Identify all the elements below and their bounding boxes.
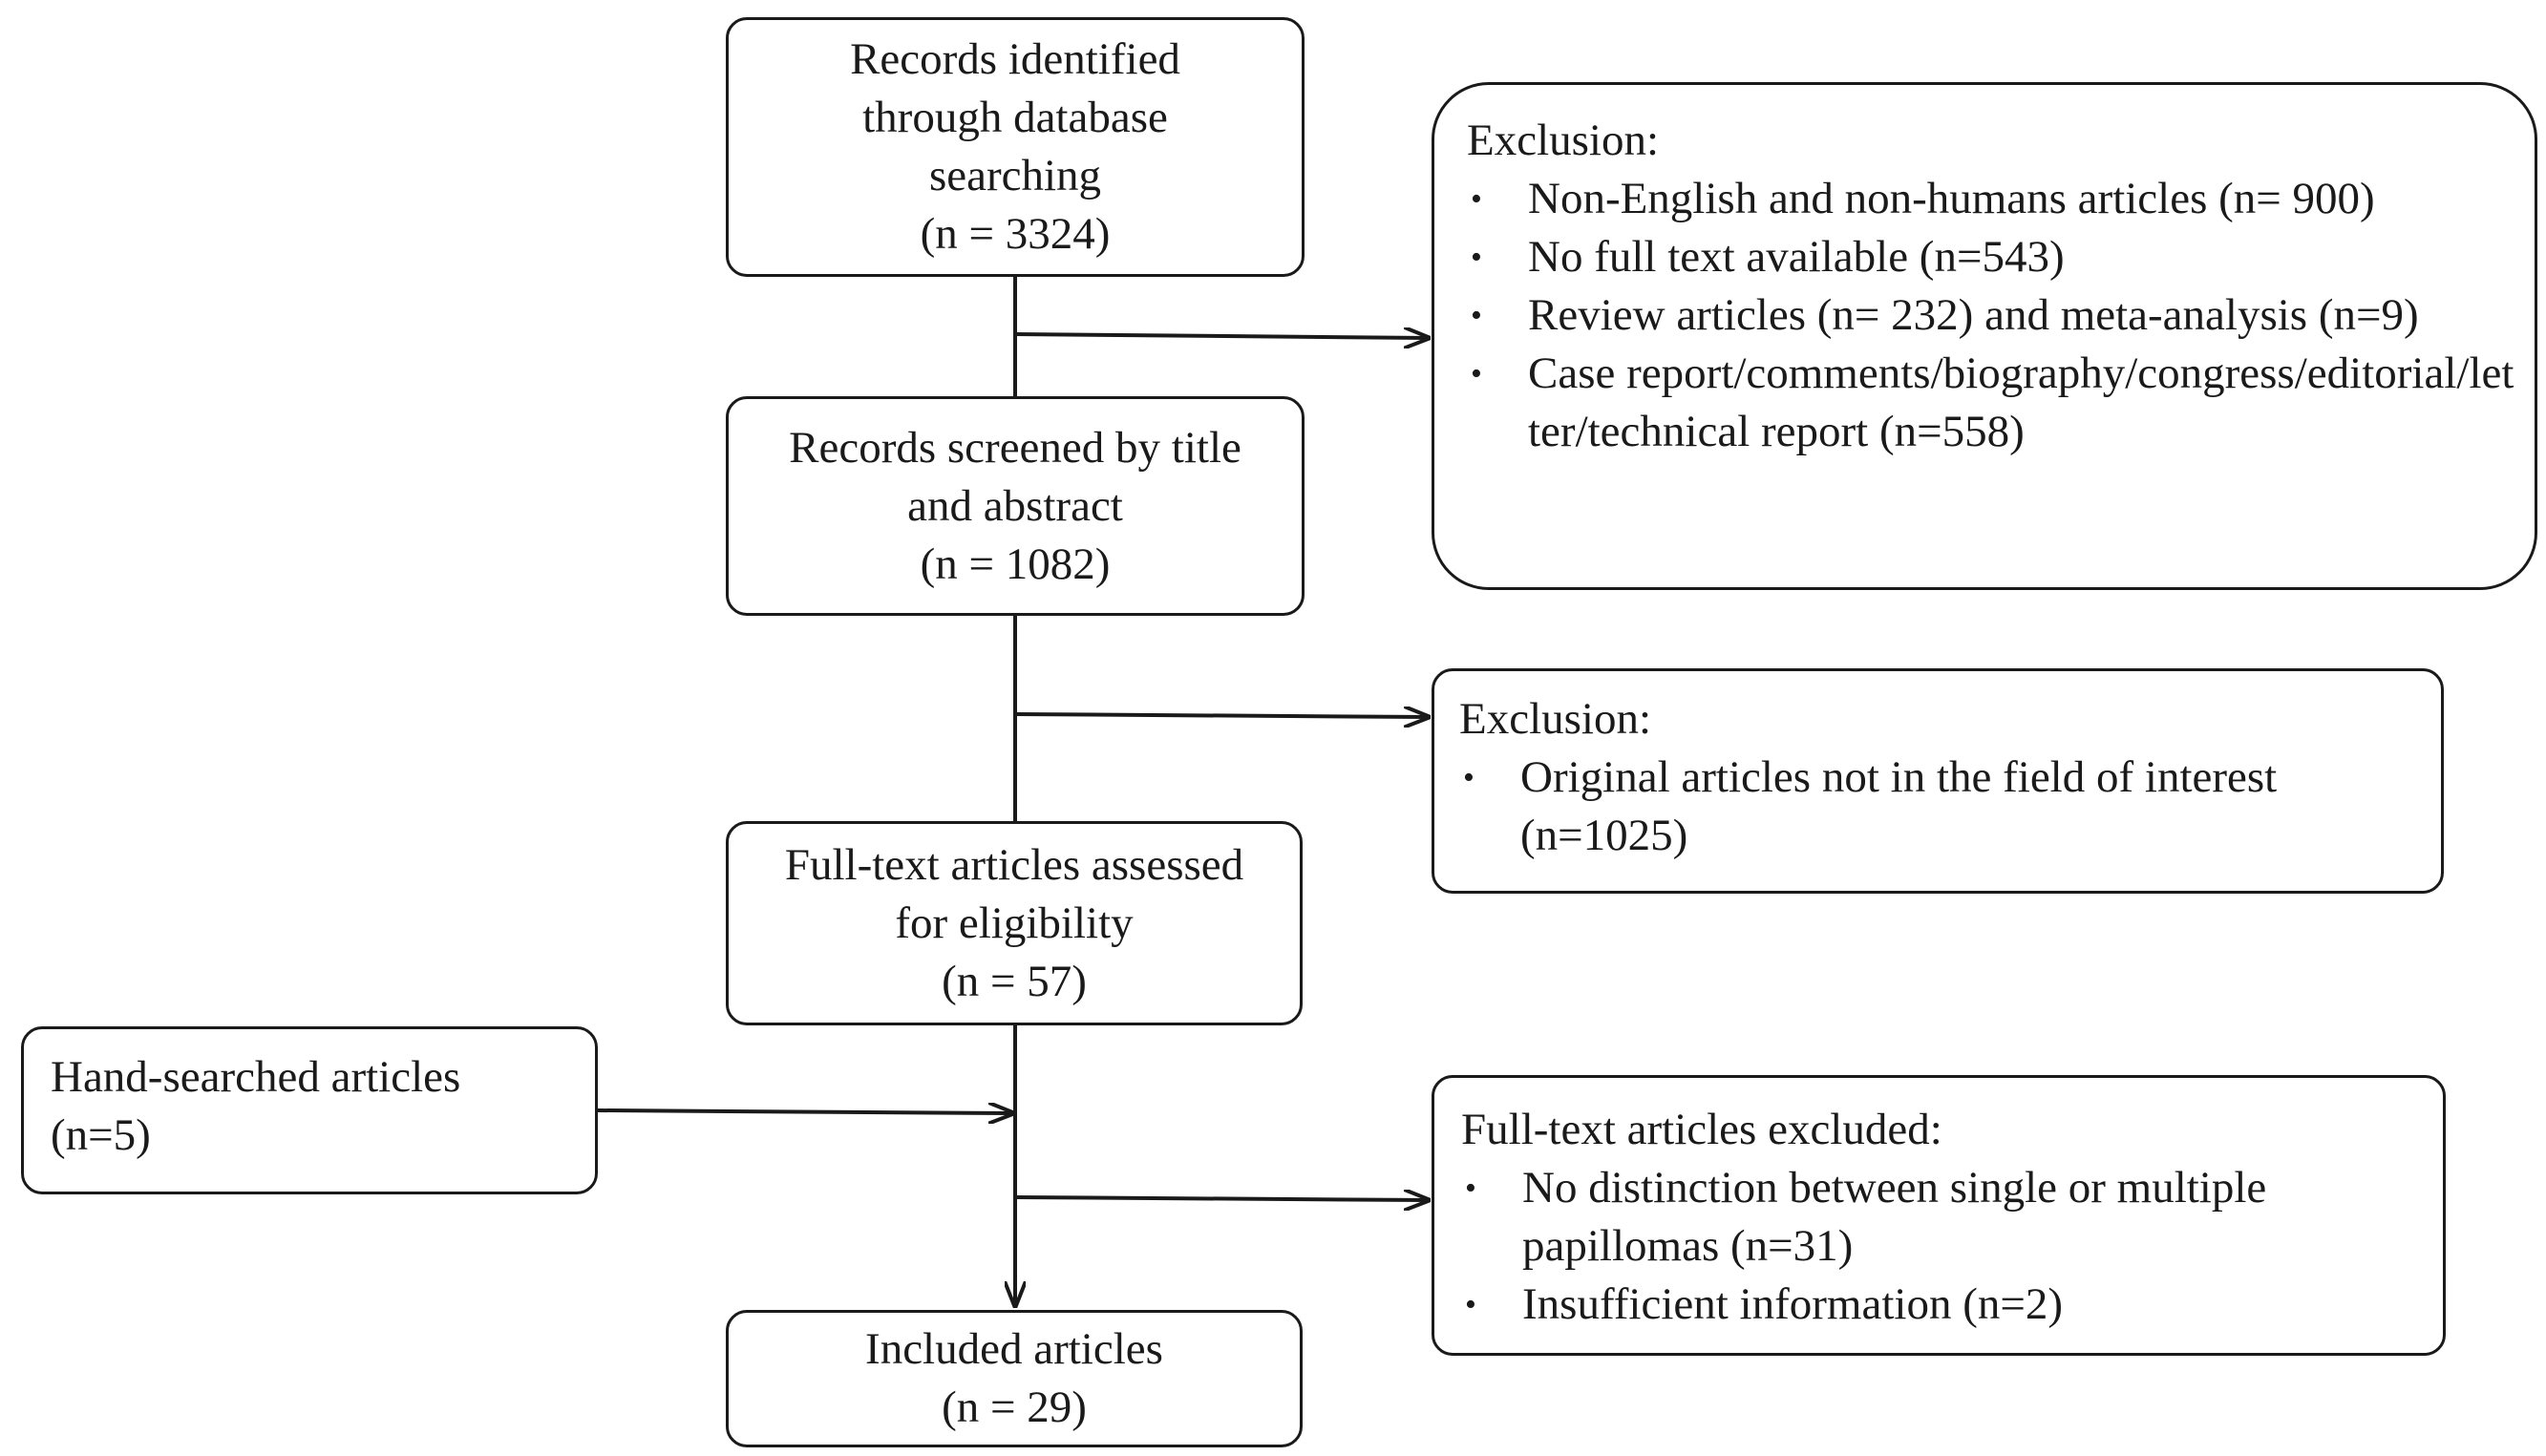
hand-searched-label: Hand-searched articles: [51, 1052, 461, 1102]
exclusion-3-item: • Insufficient information (n=2): [1461, 1276, 2424, 1334]
exclusion-3-item: • No distinction between single or multi…: [1461, 1159, 2424, 1276]
exclusion-2-heading: Exclusion:: [1459, 694, 1652, 744]
exclusion-1-item-text: No full text available (n=543): [1528, 232, 2065, 282]
bullet-icon: •: [1465, 1287, 1476, 1322]
exclusion-2-list: • Original articles not in the field of …: [1459, 749, 2422, 865]
arrow-to-exclusion-2: [1014, 714, 1429, 717]
records-screened-line-2: and abstract: [907, 480, 1123, 531]
exclusion-1-item-text: Review articles (n= 232) and meta-analys…: [1528, 290, 2419, 340]
arrow-from-hand-searched: [597, 1110, 1013, 1113]
exclusion-box-3: Full-text articles excluded: • No distin…: [1432, 1075, 2446, 1356]
exclusion-1-item-text: Non-English and non-humans articles (n= …: [1528, 174, 2375, 223]
records-identified-line-1: Records identified: [850, 34, 1180, 84]
exclusion-3-list: • No distinction between single or multi…: [1461, 1159, 2424, 1334]
records-identified-line-3: searching: [928, 151, 1102, 200]
included-articles-count: (n = 29): [942, 1382, 1087, 1432]
bullet-icon: •: [1471, 181, 1482, 217]
records-screened-box: Records screened by title and abstract (…: [726, 396, 1305, 616]
bullet-icon: •: [1465, 1171, 1476, 1206]
fulltext-assessed-count: (n = 57): [942, 956, 1087, 1006]
bullet-icon: •: [1471, 240, 1482, 275]
records-screened-count: (n = 1082): [920, 538, 1111, 589]
fulltext-assessed-box: Full-text articles assessed for eligibil…: [726, 821, 1303, 1025]
exclusion-1-item: • No full text available (n=543): [1467, 228, 2515, 286]
exclusion-2-item: • Original articles not in the field of …: [1459, 749, 2422, 865]
arrow-to-exclusion-1: [1014, 334, 1429, 338]
exclusion-box-2: Exclusion: • Original articles not in th…: [1432, 668, 2444, 894]
exclusion-1-item: • Non-English and non-humans articles (n…: [1467, 170, 2515, 228]
arrow-to-exclusion-3: [1014, 1197, 1429, 1200]
exclusion-1-item-text: Case report/comments/biography/congress/…: [1528, 348, 2514, 456]
records-identified-count: (n = 3324): [920, 209, 1111, 259]
exclusion-1-item: • Case report/comments/biography/congres…: [1467, 345, 2515, 461]
records-identified-line-2: through database: [862, 93, 1168, 142]
exclusion-box-1: Exclusion: • Non-English and non-humans …: [1432, 82, 2537, 590]
records-identified-box: Records identified through database sear…: [726, 17, 1305, 277]
bullet-icon: •: [1463, 760, 1475, 795]
exclusion-3-item-text: Insufficient information (n=2): [1522, 1279, 2063, 1329]
hand-searched-box: Hand-searched articles (n=5): [21, 1026, 598, 1194]
exclusion-2-item-text: Original articles not in the field of in…: [1520, 752, 2278, 860]
included-articles-line-1: Included articles: [865, 1324, 1163, 1374]
bullet-icon: •: [1471, 298, 1482, 333]
records-screened-line-1: Records screened by title: [789, 422, 1241, 473]
fulltext-assessed-line-2: for eligibility: [895, 897, 1134, 948]
exclusion-1-heading: Exclusion:: [1467, 116, 1660, 165]
exclusion-3-heading: Full-text articles excluded:: [1461, 1105, 1942, 1154]
fulltext-assessed-line-1: Full-text articles assessed: [784, 839, 1244, 890]
hand-searched-count: (n=5): [51, 1110, 151, 1160]
included-articles-box: Included articles (n = 29): [726, 1310, 1303, 1447]
exclusion-1-item: • Review articles (n= 232) and meta-anal…: [1467, 286, 2515, 345]
exclusion-3-item-text: No distinction between single or multipl…: [1522, 1163, 2267, 1271]
bullet-icon: •: [1471, 356, 1482, 391]
exclusion-1-list: • Non-English and non-humans articles (n…: [1467, 170, 2515, 461]
